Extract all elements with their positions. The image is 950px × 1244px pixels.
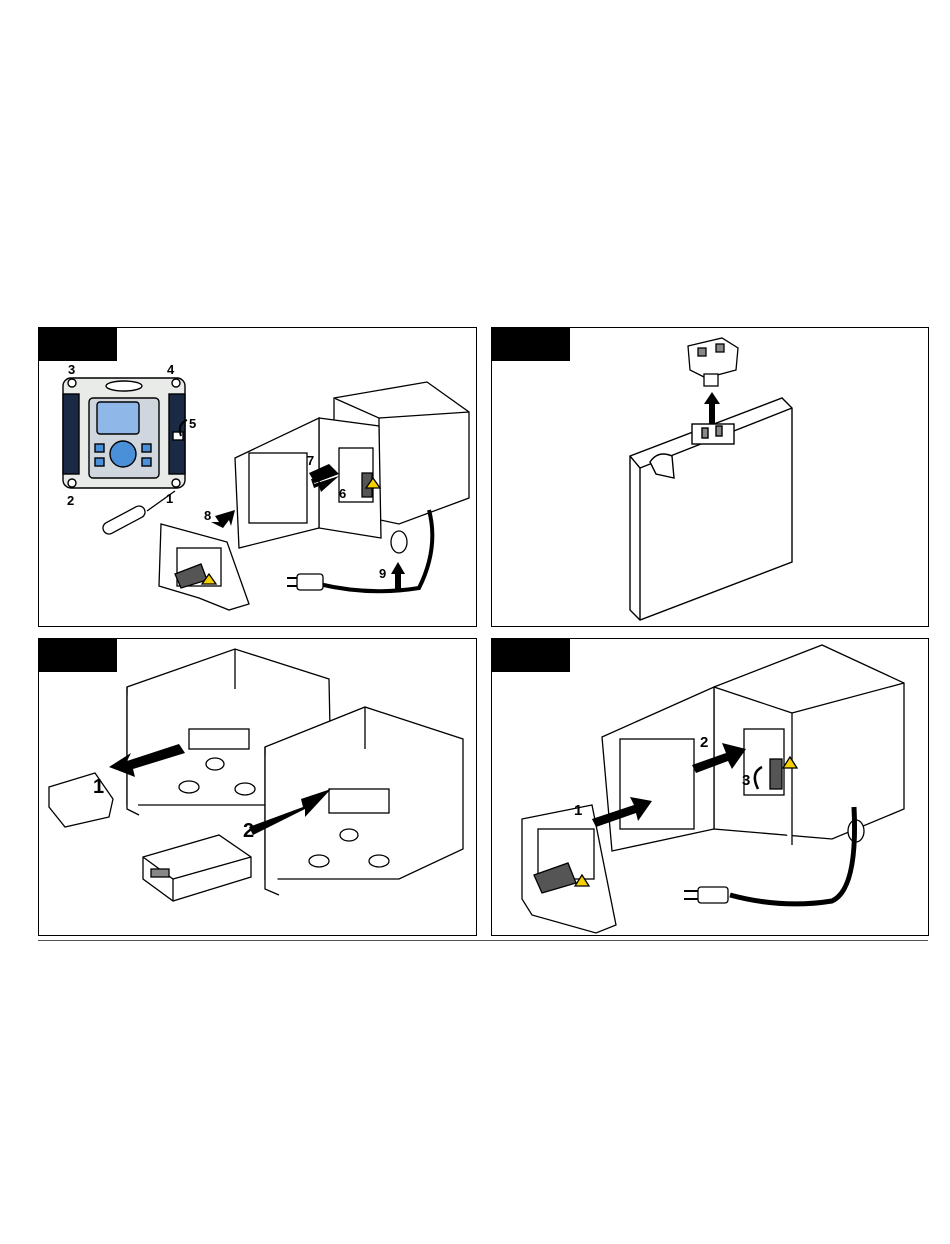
enclosure-open bbox=[602, 645, 904, 851]
step-panel-2 bbox=[491, 327, 929, 627]
panel-2-illustration bbox=[492, 328, 928, 626]
removed-cover bbox=[159, 524, 249, 610]
callout-4: 4 bbox=[167, 362, 175, 377]
enclosure-right bbox=[265, 707, 463, 895]
display-screen bbox=[97, 402, 139, 434]
panel-3-illustration: 1 2 bbox=[39, 639, 476, 935]
connector bbox=[688, 338, 738, 386]
bottom-rule bbox=[38, 940, 928, 941]
panel-4-illustration: 1 2 3 bbox=[492, 639, 928, 935]
callout-7: 7 bbox=[307, 453, 314, 468]
arrow-icon bbox=[704, 392, 720, 424]
callout-3: 3 bbox=[742, 772, 750, 789]
callout-2: 2 bbox=[67, 493, 74, 508]
keypad bbox=[110, 441, 136, 467]
callout-9: 9 bbox=[379, 566, 386, 581]
callout-5: 5 bbox=[189, 416, 196, 431]
step-panel-4: 1 2 3 bbox=[491, 638, 929, 936]
step-panel-3: 1 2 bbox=[38, 638, 477, 936]
callout-6: 6 bbox=[339, 486, 346, 501]
module-box bbox=[630, 398, 792, 620]
callout-3: 3 bbox=[68, 362, 75, 377]
module-box bbox=[143, 835, 251, 901]
callout-2: 2 bbox=[243, 820, 254, 842]
callout-2: 2 bbox=[700, 734, 708, 751]
callout-1: 1 bbox=[574, 802, 582, 819]
panel-1-illustration: 1 2 3 4 5 6 7 8 9 bbox=[39, 328, 476, 626]
callout-8: 8 bbox=[204, 508, 211, 523]
callout-1: 1 bbox=[93, 776, 104, 798]
step-panel-1: 1 2 3 4 5 6 7 8 9 bbox=[38, 327, 477, 627]
controller-front bbox=[63, 378, 185, 488]
callout-1: 1 bbox=[166, 491, 173, 506]
